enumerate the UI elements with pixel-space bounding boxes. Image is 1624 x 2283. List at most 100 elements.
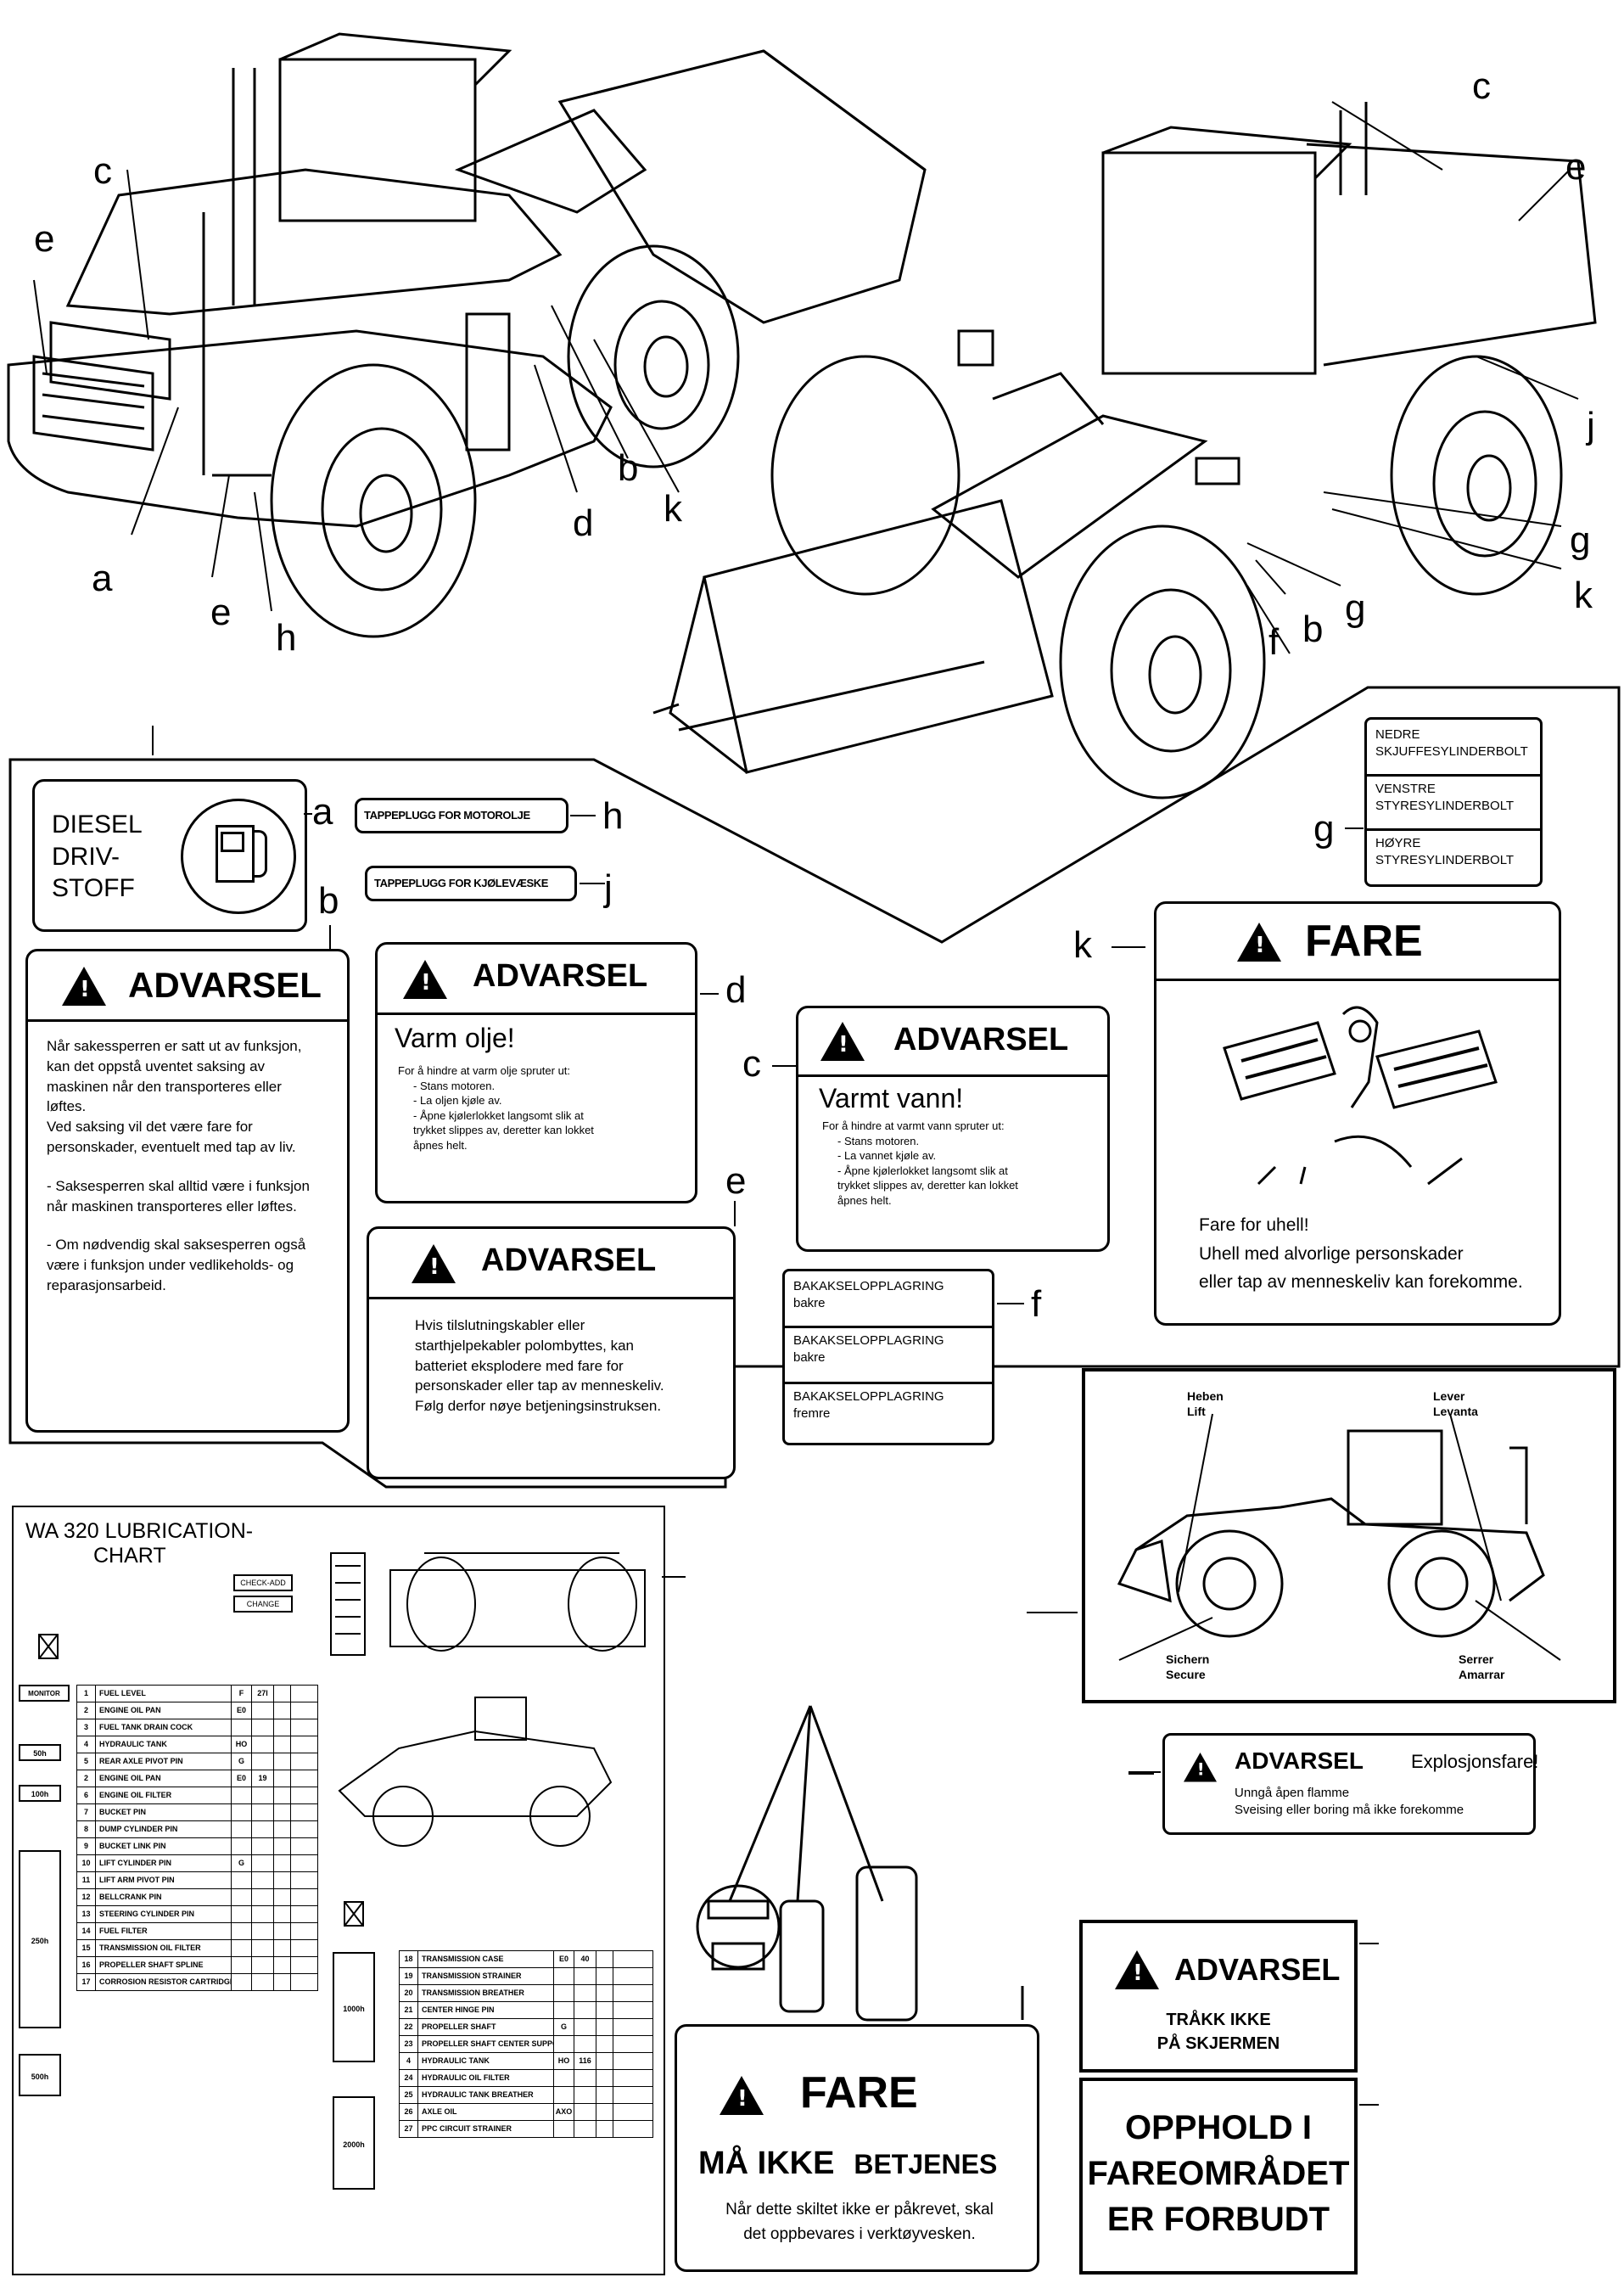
callout-letter: a	[92, 558, 113, 599]
lube-cell: 5	[77, 1753, 96, 1770]
lube-chart-border	[12, 1506, 665, 2275]
lube-cell	[252, 1787, 274, 1803]
g-table: NEDRE SKJUFFESYLINDERBOLT VENSTRE STYRES…	[1364, 717, 1543, 887]
lube-cell	[232, 1889, 252, 1905]
f-row-sub: fremre	[793, 1406, 831, 1422]
lube-cell: TRANSMISSION STRAINER	[418, 1968, 554, 1984]
lube-cell: 1	[77, 1686, 96, 1702]
tag-j-text: TAPPEPLUGG FOR KJØLEVÆSKE	[374, 877, 549, 889]
lube-cell	[252, 1906, 274, 1922]
lube-cell: LIFT ARM PIVOT PIN	[96, 1872, 232, 1888]
lube-cell: E0	[554, 1951, 574, 1967]
callout-letter: b	[1302, 609, 1324, 650]
warning-header-text: ADVARSEL	[893, 1022, 1069, 1057]
lube-cell: FUEL LEVEL	[96, 1686, 232, 1702]
lube-cell: 24	[400, 2070, 418, 2086]
lube-cell: 22	[400, 2019, 418, 2035]
callout-letter: h	[276, 617, 297, 659]
lube-cell: LIFT CYLINDER PIN	[96, 1855, 232, 1871]
warning-line: - Åpne kjølerlokket langsomt slik at try…	[413, 1108, 594, 1152]
interval-arrow: 1000h	[333, 1952, 375, 2062]
lube-cell: HYDRAULIC TANK	[96, 1736, 232, 1753]
lube-cell	[232, 1957, 252, 1973]
lube-cell: STEERING CYLINDER PIN	[96, 1906, 232, 1922]
warning-line: - Stans motoren.	[413, 1079, 496, 1092]
do-not-step-label: ADVARSEL TRÅKK IKKE PÅ SKJERMEN	[1079, 1920, 1358, 2073]
lube-cell: 9	[77, 1838, 96, 1854]
interval-arrow: MONITOR	[19, 1685, 70, 1702]
warning-triangle-icon	[403, 960, 447, 999]
lube-cell	[574, 1985, 596, 2001]
lube-cell	[574, 2036, 596, 2052]
warning-triangle-icon	[1115, 1950, 1159, 1989]
callout-letter: e	[34, 218, 55, 260]
lube-cell	[232, 1940, 252, 1956]
warning-paragraph: - Saksesperren skal alltid være i funksj…	[47, 1177, 310, 1214]
lube-cell: F	[232, 1686, 252, 1702]
callout-letter: c	[1472, 65, 1491, 107]
lube-cell: REAR AXLE PIVOT PIN	[96, 1753, 232, 1770]
lube-cell: 7	[77, 1804, 96, 1820]
change-badge: CHANGE	[233, 1596, 293, 1613]
lube-cell	[232, 1787, 252, 1803]
leader-lines	[33, 101, 1579, 755]
lube-cell: 13	[77, 1906, 96, 1922]
lube-cell: ENGINE OIL PAN	[96, 1770, 232, 1787]
f-row-title: BAKAKSELOPPLAGRING	[793, 1389, 944, 1404]
lube-cell: 2	[77, 1702, 96, 1719]
lube-title-line: WA 320 LUBRICATION-	[25, 1519, 254, 1543]
lube-cell: 26	[400, 2104, 418, 2120]
danger-line: Fare for uhell!	[1199, 1215, 1309, 1235]
no-stay-line: FAREOMRÅDET	[1087, 2155, 1350, 2192]
diesel-line: STOFF	[52, 874, 135, 902]
tag-h: TAPPEPLUGG FOR MOTOROLJE	[355, 798, 568, 833]
callout-letter: f	[1031, 1283, 1042, 1325]
lube-cell: CORROSION RESISTOR CARTRIDGE	[96, 1974, 232, 1990]
lube-cell	[554, 2121, 574, 2137]
lube-cell	[232, 1821, 252, 1837]
warning-line: For å hindre at varmt vann spruter ut:	[822, 1119, 1005, 1132]
warning-label-d: ADVARSEL Varm olje! For å hindre at varm…	[375, 942, 697, 1203]
lube-cell	[252, 1855, 274, 1871]
warning-triangle-icon	[720, 2076, 764, 2115]
lube-cell: 23	[400, 2036, 418, 2052]
lube-chart-title: WA 320 LUBRICATION- CHART	[25, 1519, 253, 1568]
danger-header-text: FARE	[800, 2068, 918, 2118]
explosion-line: Unngå åpen flamme	[1235, 1786, 1350, 1800]
lube-cell: FUEL FILTER	[96, 1923, 232, 1939]
lift-text: Lever	[1433, 1389, 1465, 1403]
do-not-operate-line: MÅ IKKE BETJENES	[698, 2146, 997, 2182]
lube-cell: 4	[400, 2053, 418, 2069]
lube-cell	[252, 1838, 274, 1854]
warning-triangle-icon	[820, 1022, 865, 1061]
callout-letter: k	[1073, 924, 1092, 966]
lube-cell	[232, 1838, 252, 1854]
lift-text: Lift	[1187, 1405, 1206, 1419]
warning-triangle-icon	[1184, 1753, 1217, 1782]
checkbox-icon	[344, 1901, 364, 1927]
diesel-line: DIESEL	[52, 811, 143, 839]
lube-cell	[554, 1985, 574, 2001]
warning-title: Varmt vann!	[819, 1083, 964, 1113]
interval-arrow: 2000h	[333, 2096, 375, 2190]
wheel-loader-front-view	[652, 102, 1597, 799]
lube-cell: 20	[400, 1985, 418, 2001]
lube-cell: PROPELLER SHAFT CENTER SUPPORT	[418, 2036, 554, 2052]
lube-cell: TRANSMISSION OIL FILTER	[96, 1940, 232, 1956]
warning-label-c: ADVARSEL Varmt vann! For å hindre at var…	[796, 1006, 1110, 1252]
f-row-title: BAKAKSELOPPLAGRING	[793, 1333, 944, 1348]
